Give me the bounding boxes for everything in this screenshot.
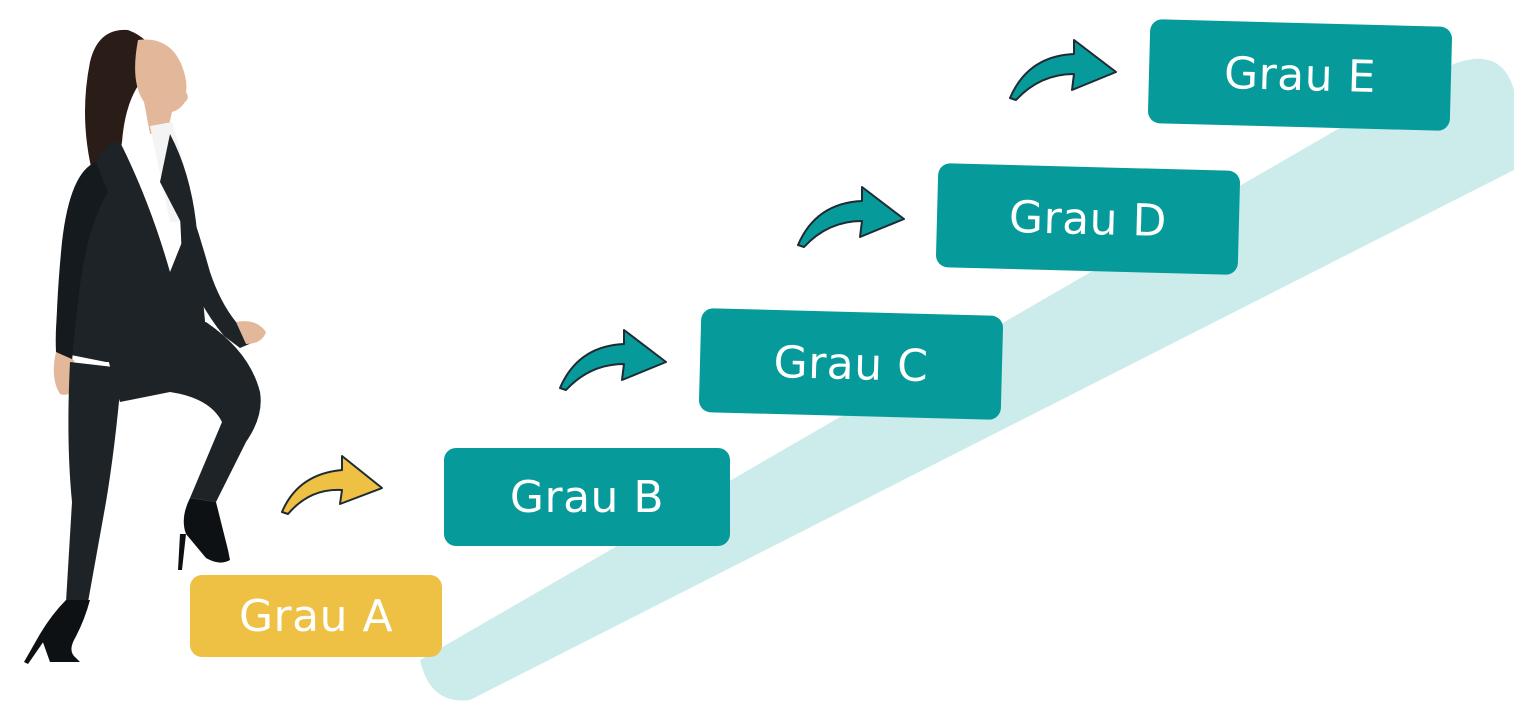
arrow-shape <box>559 329 667 391</box>
curved-arrow-right-icon <box>559 329 667 391</box>
businesswoman-climbing-icon <box>24 29 266 664</box>
step-grau-c: Grau C <box>698 308 1004 420</box>
step-grau-a: Grau A <box>190 575 442 657</box>
arrow-shape <box>281 455 383 515</box>
step-grau-e: Grau E <box>1147 19 1453 131</box>
step-label: Grau C <box>772 336 930 392</box>
step-label: Grau B <box>509 471 665 523</box>
step-label: Grau A <box>238 590 394 642</box>
step-label: Grau E <box>1223 47 1377 103</box>
curved-arrow-right-icon <box>281 455 383 515</box>
curved-arrow-right-icon <box>797 186 905 248</box>
curved-arrow-right-icon <box>1009 39 1117 101</box>
arrow-shape <box>1009 39 1117 101</box>
step-grau-b: Grau B <box>444 448 730 546</box>
step-grau-d: Grau D <box>935 163 1241 275</box>
step-label: Grau D <box>1008 191 1168 247</box>
arrow-shape <box>797 186 905 248</box>
